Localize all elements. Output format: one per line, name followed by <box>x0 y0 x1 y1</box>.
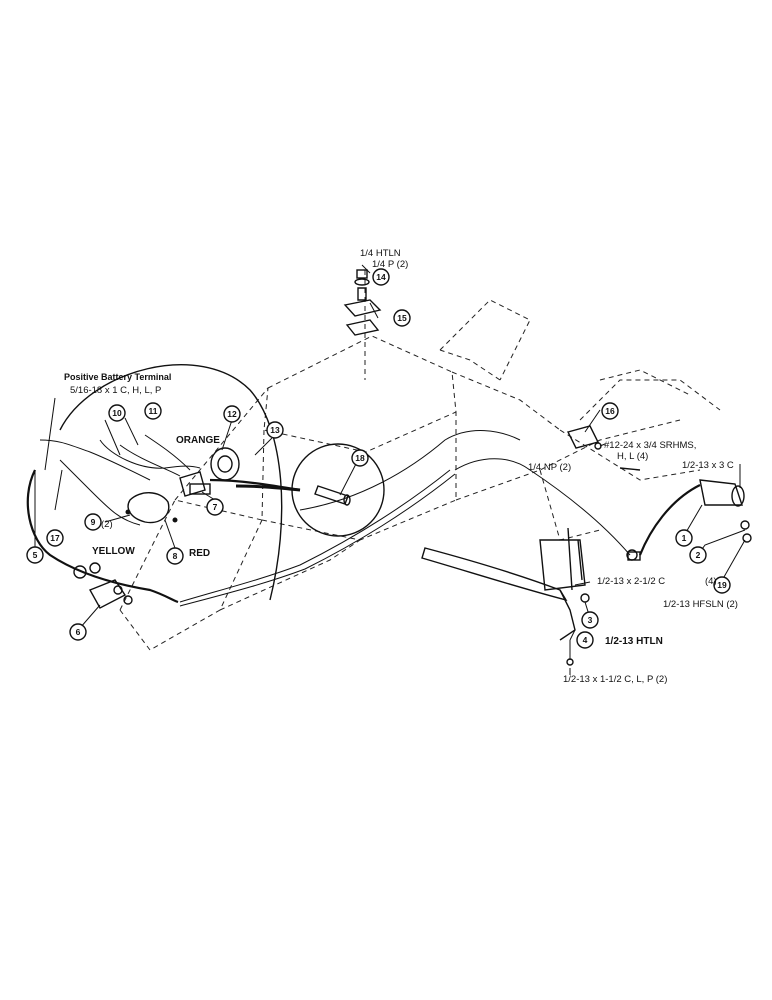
callout-19: 19 <box>713 576 731 594</box>
label-bolt-2-half-c: 1/2-13 x 2-1/2 C <box>597 576 665 587</box>
svg-text:14: 14 <box>376 272 386 282</box>
label-np-quarter: 1/4 NP (2) <box>528 462 571 473</box>
callout-11: 11 <box>144 402 162 420</box>
callout-7: 7 <box>206 498 224 516</box>
label-orange: ORANGE <box>176 435 220 446</box>
harness-detail-circle <box>59 364 283 601</box>
callout-16: 16 <box>601 402 619 420</box>
callout-18: 18 <box>351 449 369 467</box>
svg-text:18: 18 <box>355 453 365 463</box>
svg-text:4: 4 <box>583 635 588 645</box>
mount-bracket <box>73 562 133 609</box>
svg-text:12: 12 <box>227 409 237 419</box>
svg-text:11: 11 <box>149 406 158 416</box>
callout-2: 2 <box>689 546 707 564</box>
actuator-assembly <box>699 470 752 543</box>
callout-3: 3 <box>581 611 599 629</box>
mounting-bar <box>421 527 590 666</box>
callout-10: 10 <box>108 404 126 422</box>
label-nine-qty: (2) <box>101 519 113 530</box>
label-positive-battery-terminal: Positive Battery Terminal <box>64 372 171 382</box>
label-hfsln: 1/2-13 HFSLN (2) <box>663 599 738 610</box>
callout-4: 4 <box>576 631 594 649</box>
label-yellow: YELLOW <box>92 546 135 557</box>
svg-text:6: 6 <box>76 627 81 637</box>
svg-text:17: 17 <box>50 533 60 543</box>
callout-14: 14 <box>372 268 390 286</box>
svg-text:7: 7 <box>213 502 218 512</box>
svg-text:5: 5 <box>33 550 38 560</box>
wires <box>26 430 701 607</box>
callout-13: 13 <box>266 421 284 439</box>
label-srhms-line2: H, L (4) <box>617 451 648 462</box>
callout-9: 9 <box>84 513 102 531</box>
svg-text:3: 3 <box>588 615 593 625</box>
callout-bubbles: 14 15 10 11 12 13 18 16 7 9 8 17 5 6 1 2… <box>26 268 731 649</box>
svg-text:9: 9 <box>91 517 96 527</box>
label-bolt-5-16: 5/16-18 x 1 C, H, L, P <box>70 385 161 396</box>
pin-detail-circle <box>235 443 385 537</box>
svg-text:19: 19 <box>717 580 727 590</box>
label-bolt-1-half: 1/2-13 x 1-1/2 C, L, P (2) <box>563 674 667 685</box>
label-four-qty: (4) <box>705 576 717 587</box>
frame-outline <box>119 299 721 651</box>
callout-6: 6 <box>69 623 87 641</box>
switch-assembly <box>125 447 240 524</box>
callout-15: 15 <box>393 309 411 327</box>
callout-17: 17 <box>46 529 64 547</box>
callout-12: 12 <box>223 405 241 423</box>
svg-text:13: 13 <box>270 425 280 435</box>
svg-text:1: 1 <box>682 533 687 543</box>
top-bolt-stack <box>343 269 382 380</box>
svg-text:8: 8 <box>173 551 178 561</box>
label-bolt-3c: 1/2-13 x 3 C <box>682 460 734 471</box>
callout-5: 5 <box>26 546 44 564</box>
label-htln-quarter: 1/4 HTLN <box>360 248 401 259</box>
svg-text:15: 15 <box>397 313 407 323</box>
svg-text:16: 16 <box>605 406 615 416</box>
callout-1: 1 <box>675 529 693 547</box>
svg-text:10: 10 <box>112 408 122 418</box>
svg-text:2: 2 <box>696 550 701 560</box>
label-htln-half: 1/2-13 HTLN <box>605 636 663 647</box>
text-labels: 1/4 HTLN 1/4 P (2) Positive Battery Term… <box>64 248 738 685</box>
label-p-quarter: 1/4 P (2) <box>372 259 408 270</box>
leader-lines <box>34 264 746 675</box>
label-red: RED <box>189 548 210 559</box>
callout-8: 8 <box>166 547 184 565</box>
label-srhms-line1: #12-24 x 3/4 SRHMS, <box>604 440 696 451</box>
